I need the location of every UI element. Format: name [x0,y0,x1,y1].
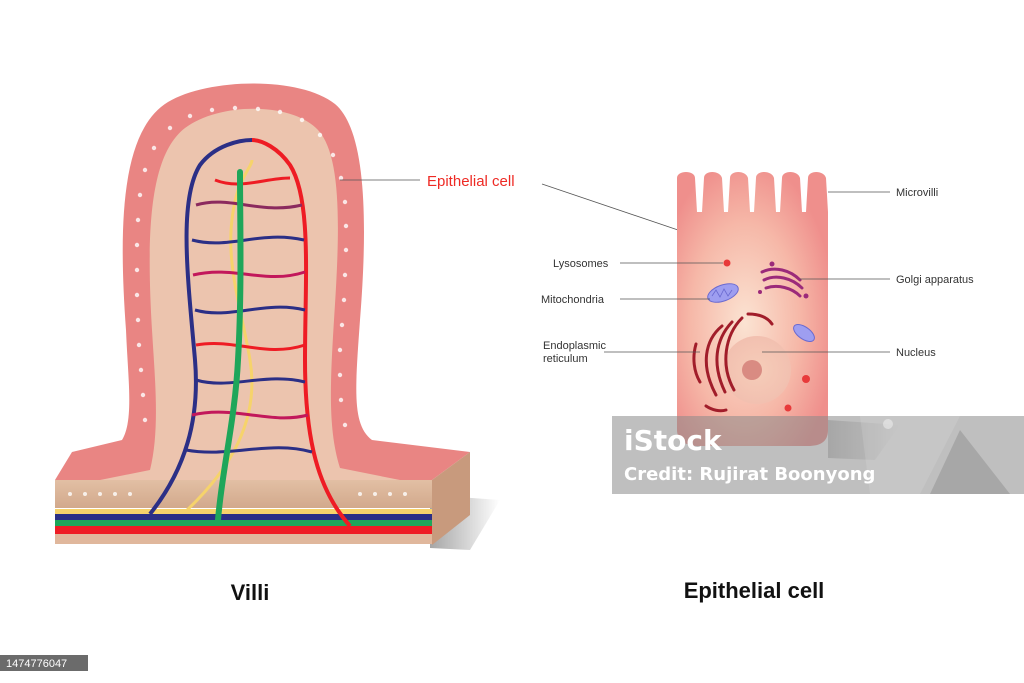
image-id-text: 1474776047 [6,658,67,670]
label-er-line2: reticulum [543,353,588,365]
watermark-banner [612,416,1024,494]
watermark-facet [860,416,960,494]
lysosomes [723,259,810,412]
watermark-logo: iStock [624,424,723,457]
villi-lacteal [215,169,244,523]
image-id-tag: 1474776047 [0,655,88,671]
cell-title: Epithelial cell [684,578,825,603]
label-golgi: Golgi apparatus [896,274,974,286]
base-artery-band [55,526,432,534]
base-bottom-band [55,534,432,544]
label-mitochondria: Mitochondria [541,294,605,306]
villi-lamina-propria [100,108,400,481]
cell-membrane [677,172,828,446]
endoplasmic-reticulum [692,312,774,413]
image-id-background [0,655,88,671]
villi-callout-label: Epithelial cell [427,173,515,190]
label-lysosomes: Lysosomes [553,258,609,270]
nucleolus [742,360,762,380]
villi-epithelial-nuclei [68,105,407,496]
villi-capillary-network [185,176,313,454]
label-er-line1: Endoplasmic [543,340,606,352]
epithelial-cell-illustration: Microvilli Lysosomes Golgi apparatus Mit… [541,172,974,603]
villi-illustration: Epithelial cell Villi [55,83,679,605]
villi-artery [251,138,352,528]
watermark-dot [883,419,893,429]
base-nerve-band [55,509,432,514]
villi-vein [148,138,253,516]
label-nucleus: Nucleus [896,347,936,359]
label-microvilli: Microvilli [896,187,938,199]
villi-base-front [55,480,432,508]
villi-title: Villi [231,580,270,605]
villi-base-side [432,452,470,545]
callout-to-cell-line [541,183,679,231]
base-vein-band [55,514,432,520]
watermark-credit: Credit: Rujirat Boonyong [624,464,875,485]
golgi-apparatus [758,261,809,299]
watermark: iStock Credit: Rujirat Boonyong [612,416,1024,494]
mitochondria [707,283,815,342]
watermark-facet [930,430,1010,494]
base-lacteal-band [55,520,432,526]
